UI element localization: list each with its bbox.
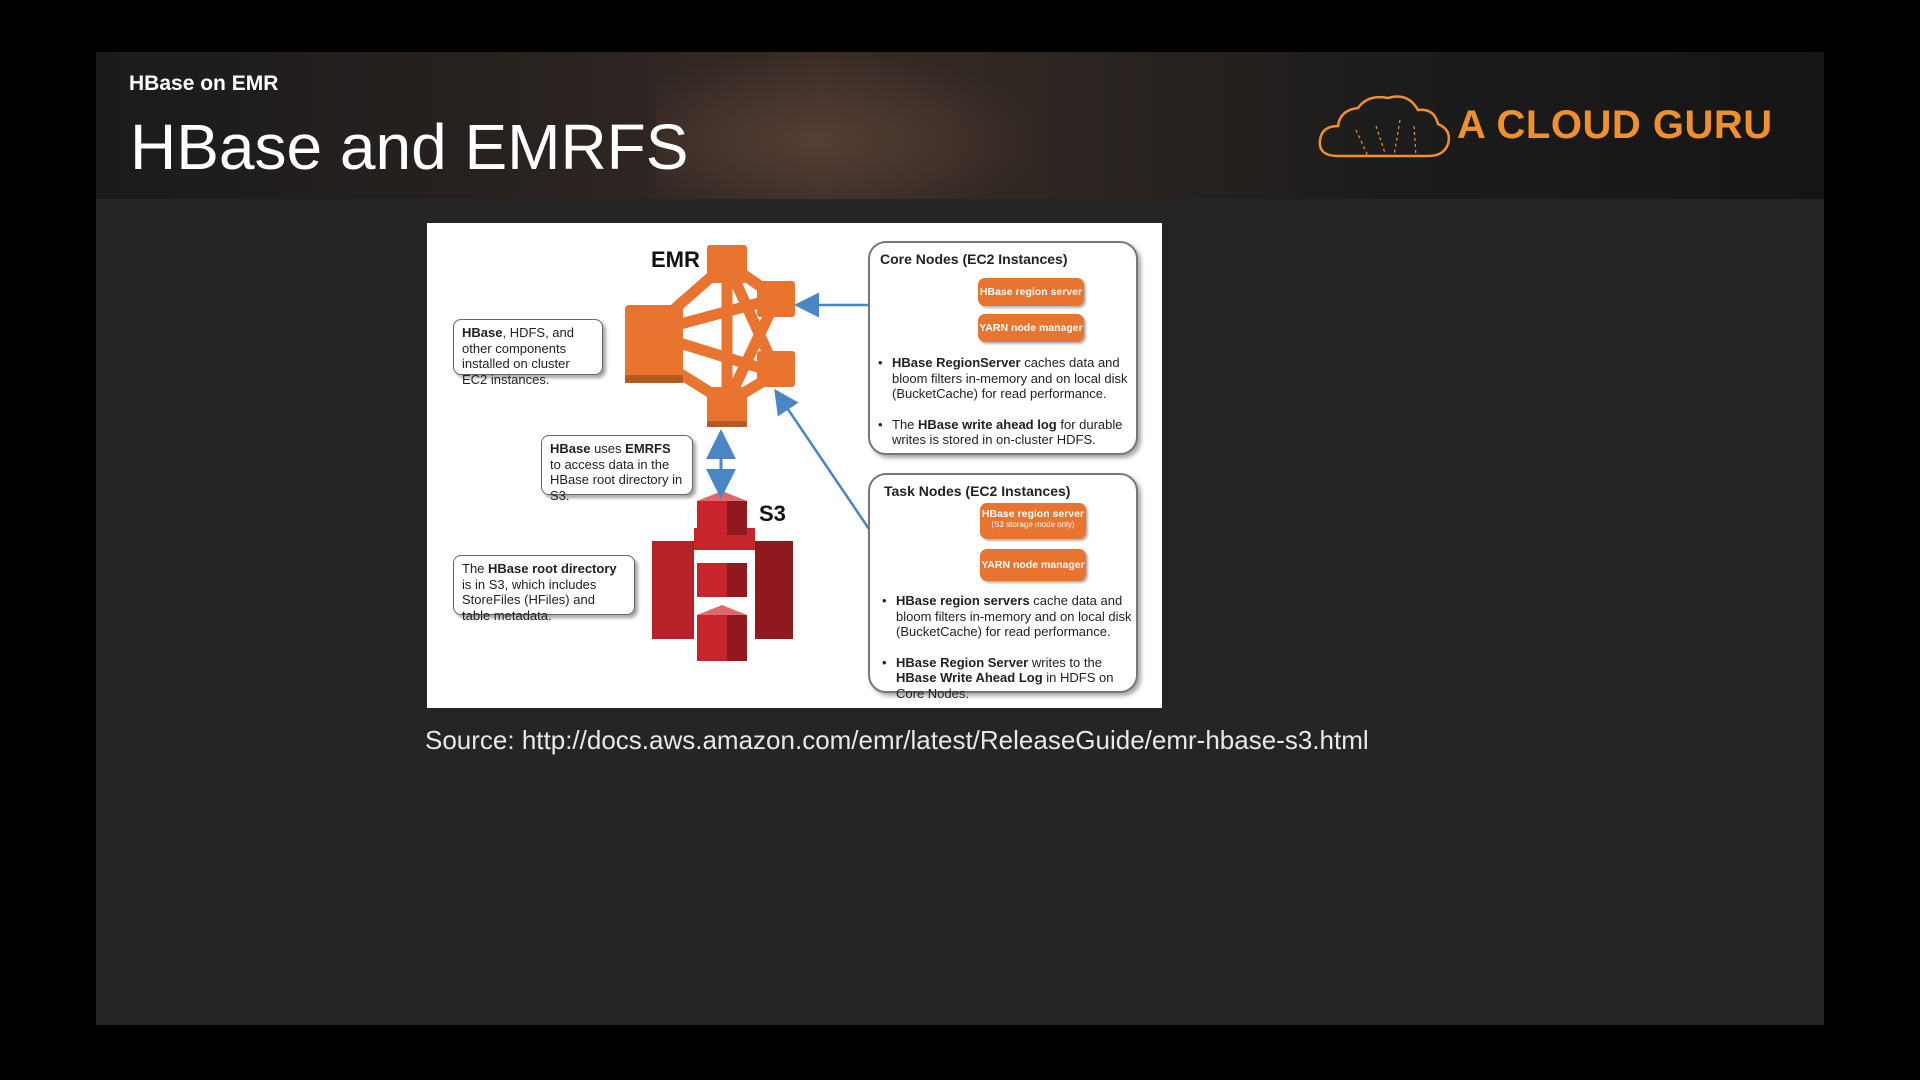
task-nodes-panel: Task Nodes (EC2 Instances) Local Disk HB… — [868, 473, 1138, 701]
task-bullet-1: HBase region servers cache data and bloo… — [882, 593, 1132, 640]
callout-components: HBase, HDFS, and other components instal… — [453, 319, 603, 387]
core-bullet-2: The HBase write ahead log for durable wr… — [878, 417, 1128, 448]
task-bullets: HBase region servers cache data and bloo… — [882, 593, 1132, 716]
core-cylinder-line1: HDFS — [907, 292, 937, 304]
core-bullet-2-bold: HBase write ahead log — [918, 416, 1057, 432]
callout-emrfs: HBase uses EMRFS to access data in the H… — [541, 435, 693, 503]
s3-bucket-icon — [652, 491, 793, 661]
slide-header: HBase on EMR HBase and EMRFS A CLOUD GUR… — [96, 52, 1824, 199]
presenter-background — [656, 52, 1056, 199]
s3-label: S3 — [759, 501, 786, 526]
task-bullet-2-mid: writes to the — [1028, 654, 1102, 670]
callout-emrfs-mid: uses — [590, 441, 626, 456]
architecture-diagram: EMR S3 HBase, HDFS, and other components… — [427, 223, 1162, 708]
callout-rootdir-text: is in S3, which includes StoreFiles (HFi… — [462, 576, 597, 623]
source-citation: Source: http://docs.aws.amazon.com/emr/l… — [425, 725, 1369, 755]
core-cylinder-line3: Local Disk — [894, 324, 950, 336]
task-nodes-title: Task Nodes (EC2 Instances) — [884, 483, 1071, 499]
task-bullet-2: HBase Region Server writes to the HBase … — [882, 655, 1132, 702]
core-bullet-1: HBase RegionServer caches data and bloom… — [878, 355, 1128, 402]
callout-emrfs-text: to access data in the HBase root directo… — [550, 456, 683, 503]
emr-label: EMR — [651, 247, 700, 272]
task-bullet-1-bold: HBase region servers — [896, 593, 1030, 608]
logo-text: A CLOUD GURU — [1457, 103, 1773, 147]
task-region-server-sub: (S3 storage mode only) — [991, 520, 1075, 529]
callout-emrfs-bold1: HBase — [550, 441, 591, 456]
core-cylinder-line2: (data node) — [892, 306, 952, 318]
task-to-emr-arrow — [774, 388, 871, 530]
task-bullet-2-text: in HDFS on Core Nodes. — [896, 670, 1114, 701]
core-nodes-title: Core Nodes (EC2 Instances) — [880, 251, 1068, 267]
core-bullets: HBase RegionServer caches data and bloom… — [878, 355, 1128, 463]
slide-title: HBase and EMRFS — [130, 111, 689, 183]
core-yarn-pill: YARN node manager — [978, 314, 1084, 342]
task-yarn-pill: YARN node manager — [980, 549, 1086, 581]
core-bullet-1-text: caches data and bloom filters in-memory … — [892, 355, 1128, 401]
callout-rootdir-pre: The — [462, 561, 489, 576]
task-cylinder-label: Local Disk — [894, 546, 950, 558]
task-region-server-label: HBase region server — [981, 508, 1085, 520]
task-region-server-pill: HBase region server (S3 storage mode onl… — [980, 503, 1086, 539]
core-bullet-2-pre: The — [892, 416, 919, 432]
task-bullet-2-bold2: HBase Write Ahead Log — [896, 670, 1043, 685]
callout-components-text: , HDFS, and other components installed o… — [462, 325, 574, 387]
emr-cluster-icon — [625, 245, 795, 427]
task-bullet-1-text: cache data and bloom filters in-memory a… — [896, 593, 1132, 639]
callout-components-bold: HBase — [462, 325, 503, 340]
callout-rootdir: The HBase root directory is in S3, which… — [453, 555, 635, 623]
slide: HBase on EMR HBase and EMRFS A CLOUD GUR… — [96, 52, 1824, 1025]
cloud-logo-icon — [1318, 95, 1451, 158]
core-cylinder-label: HDFS (data node) Local Disk — [882, 291, 962, 337]
core-bullet-1-bold: HBase RegionServer — [892, 355, 1021, 370]
slide-subtitle: HBase on EMR — [129, 72, 279, 95]
callout-emrfs-bold2: EMRFS — [625, 441, 671, 456]
core-bullet-2-text: for durable writes is stored in on-clust… — [892, 416, 1123, 448]
core-region-server-pill: HBase region server — [978, 278, 1084, 306]
task-bullet-2-bold: HBase Region Server — [896, 654, 1029, 670]
callout-rootdir-bold: HBase root directory — [488, 561, 617, 576]
core-nodes-panel: Core Nodes (EC2 Instances) HDFS (data no… — [868, 241, 1138, 455]
